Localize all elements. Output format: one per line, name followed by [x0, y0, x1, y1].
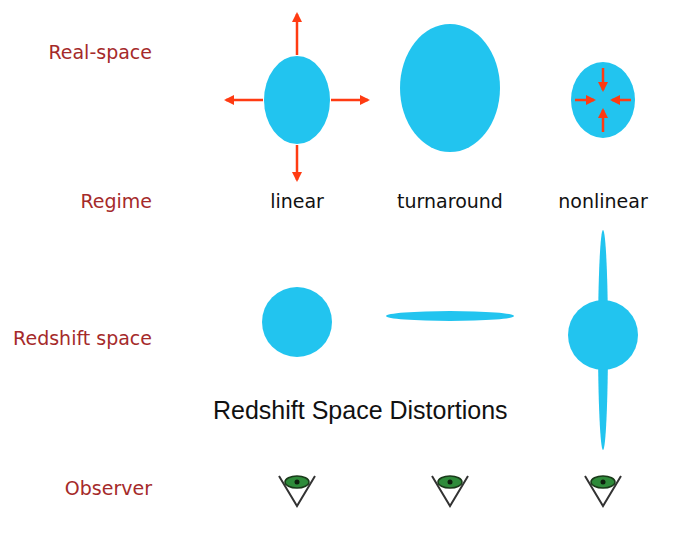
- row-label: Regime: [80, 190, 152, 213]
- linear-blob: [264, 56, 330, 144]
- regime-label: turnaround: [397, 190, 503, 213]
- linear-redshift-blob: [262, 287, 332, 357]
- nonlinear-blob: [571, 62, 635, 138]
- outflow-arrows: [226, 14, 368, 180]
- infall-arrows: [575, 68, 631, 132]
- figure-title: Redshift Space Distortions: [213, 395, 508, 425]
- observer-eye: [279, 476, 315, 506]
- row-label: Real-space: [48, 41, 152, 64]
- turnaround-redshift-blob: [386, 311, 514, 321]
- regime-label: linear: [270, 190, 324, 213]
- row-label: Redshift space: [13, 327, 152, 350]
- observer-eye: [432, 476, 468, 506]
- nonlinear-redshift-blob: [568, 300, 638, 370]
- row-label: Observer: [65, 477, 152, 500]
- turnaround-blob: [400, 24, 500, 152]
- observer-eye: [585, 476, 621, 506]
- regime-label: nonlinear: [558, 190, 647, 213]
